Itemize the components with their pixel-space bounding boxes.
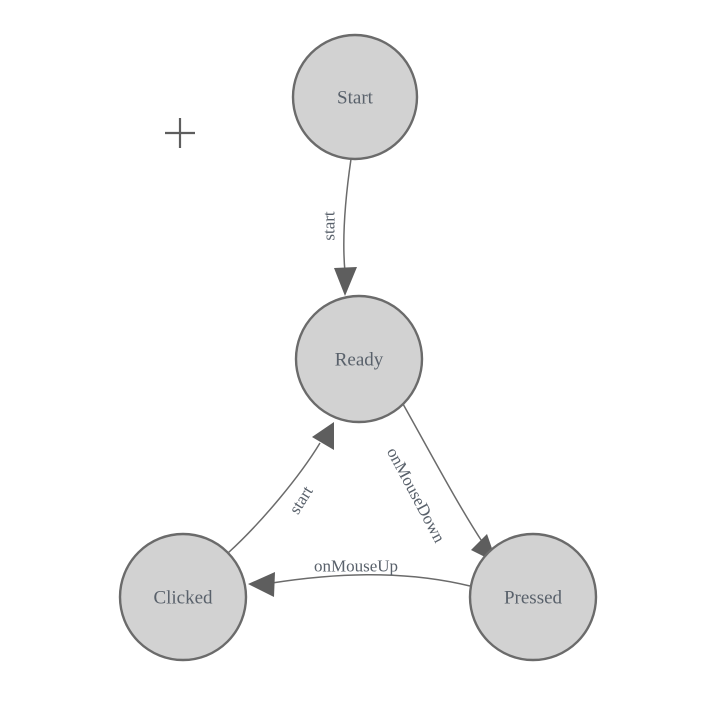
node-label-start: Start xyxy=(337,88,374,109)
node-circle-clicked[interactable] xyxy=(118,532,248,662)
edge-path-start-to-ready[interactable] xyxy=(343,158,352,273)
node-label-pressed: Pressed xyxy=(504,588,563,609)
node-circle-start[interactable] xyxy=(291,33,419,161)
node-start[interactable]: Start xyxy=(291,33,419,161)
arrowhead-clicked-to-ready xyxy=(312,422,334,450)
node-circle-ready[interactable] xyxy=(294,294,424,424)
node-label-ready: Ready xyxy=(335,350,384,371)
edge-start-to-ready[interactable]: start xyxy=(320,158,358,296)
edge-label-pressed-to-clicked: onMouseUp xyxy=(314,557,398,576)
arrowhead-start-to-ready xyxy=(334,267,357,296)
node-label-clicked: Clicked xyxy=(153,588,213,609)
edge-path-clicked-to-ready[interactable] xyxy=(227,442,321,554)
edge-path-ready-to-pressed[interactable] xyxy=(402,403,484,544)
edge-pressed-to-clicked[interactable]: onMouseUp xyxy=(248,557,471,598)
edge-ready-to-pressed[interactable]: onMouseDown xyxy=(383,403,497,563)
crosshair-icon xyxy=(165,118,195,148)
edge-path-pressed-to-clicked[interactable] xyxy=(271,573,471,587)
edge-label-start-to-ready: start xyxy=(320,211,339,241)
node-circle-pressed[interactable] xyxy=(468,532,598,662)
node-clicked[interactable]: Clicked xyxy=(118,532,248,662)
edge-label-ready-to-pressed: onMouseDown xyxy=(383,444,449,546)
node-ready[interactable]: Ready xyxy=(294,294,424,424)
edge-clicked-to-ready[interactable]: start xyxy=(227,422,334,554)
arrowhead-pressed-to-clicked xyxy=(248,572,275,597)
edge-label-clicked-to-ready: start xyxy=(285,482,317,517)
node-pressed[interactable]: Pressed xyxy=(468,532,598,662)
